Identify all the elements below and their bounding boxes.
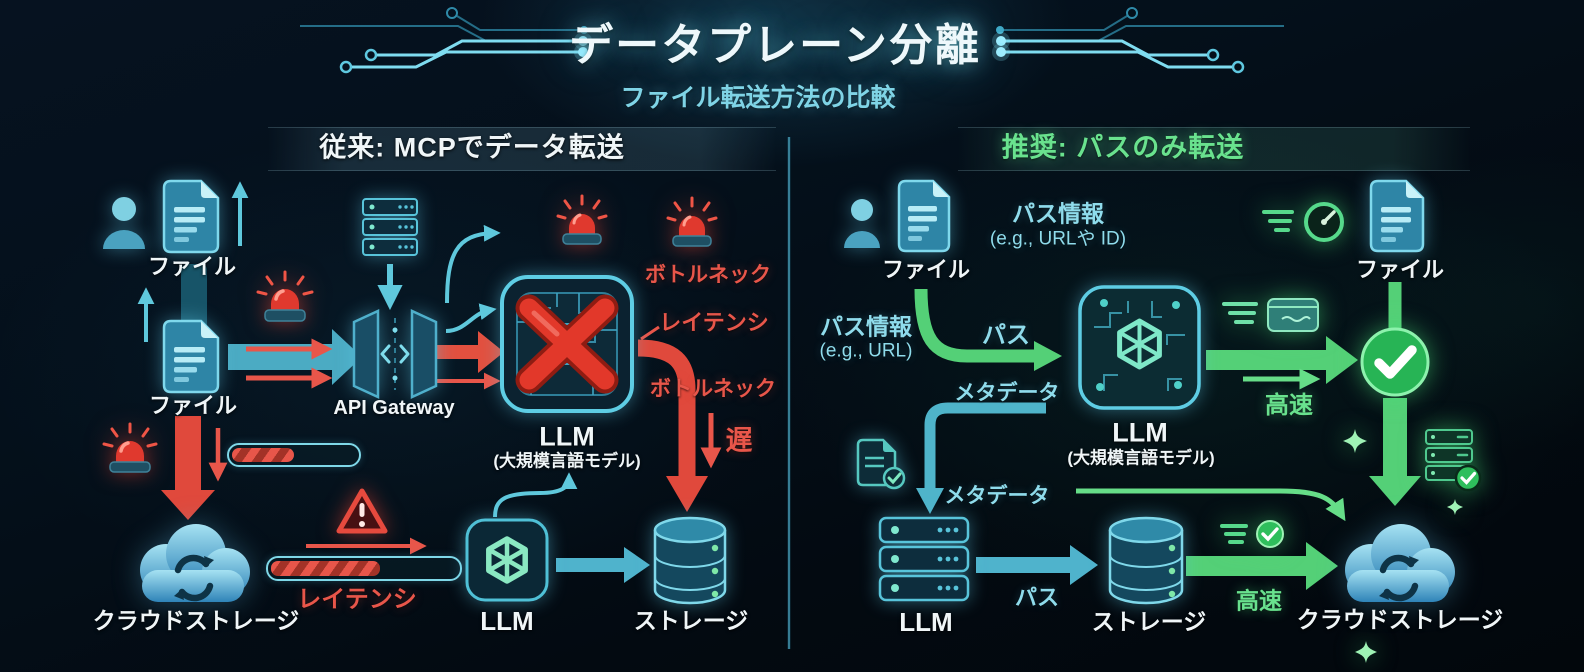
right-heading-band <box>958 127 1470 171</box>
llm-bottom-up-curve-arrow <box>493 472 578 518</box>
latency-pointer-line <box>640 325 660 341</box>
llm-label: LLM <box>899 607 953 637</box>
llm-to-storage-arrow-right <box>976 545 1098 585</box>
file-label: ファイル <box>147 254 237 279</box>
user-icon <box>842 198 882 250</box>
api-gateway-label: API Gateway <box>333 397 455 419</box>
right-panel-heading: 推奨: パスのみ転送 <box>1001 132 1245 163</box>
file-icon <box>1366 176 1428 256</box>
llm-to-storage-arrow-left <box>556 547 650 583</box>
file-icon <box>894 176 954 256</box>
left-panel-heading: 従来: MCPでデータ転送 <box>319 132 625 163</box>
storage-label: ストレージ <box>633 607 749 634</box>
cloud-storage-label: クラウドストレージ <box>1296 606 1504 633</box>
server-icon <box>878 516 970 606</box>
slow-label: 遅 <box>725 425 753 456</box>
speedometer-icon <box>1262 198 1350 246</box>
llm-chip-icon <box>1076 283 1203 412</box>
server-icon <box>362 198 420 260</box>
file-to-cloud-red-arrow <box>161 416 215 520</box>
path-info-label: パス情報 <box>820 313 912 340</box>
gateway-up-curve-arrow <box>445 224 501 304</box>
circuit-decoration <box>300 7 592 74</box>
database-icon <box>1106 514 1186 606</box>
file-to-llm-path-curve <box>914 288 1036 363</box>
gateway-chip-curve-arrow <box>445 303 497 333</box>
llm-to-check-arrow <box>1206 336 1358 384</box>
path-info-sublabel: (e.g., URLや ID) <box>989 228 1127 250</box>
file-label: ファイル <box>148 393 238 418</box>
left-heading-band <box>268 127 776 171</box>
llm-to-storage-red-curve <box>637 339 696 478</box>
siren-icon <box>556 194 608 252</box>
llm-label: LLM <box>539 421 595 452</box>
path-curve-arrowhead <box>1034 341 1062 371</box>
path-label: パス <box>982 322 1030 349</box>
llm-label: LLM <box>1112 417 1168 448</box>
api-gateway-icon <box>351 308 439 400</box>
metadata-label: メタデータ <box>954 381 1060 405</box>
check-to-cloud-arrow <box>1369 398 1421 506</box>
progress-bar-long <box>266 556 462 581</box>
user-icon <box>100 196 148 252</box>
page-subtitle: ファイル転送方法の比較 <box>620 84 896 112</box>
siren-icon <box>256 270 314 330</box>
path-info-sublabel: (e.g., URL) <box>819 340 913 362</box>
bottleneck-label: ボトルネック <box>645 263 771 287</box>
llm-label: LLM <box>480 606 534 636</box>
metadata-label: メタデータ <box>944 484 1050 508</box>
sparkle-icon <box>1446 498 1464 516</box>
storage-to-cloud-curve-arrow <box>1076 488 1346 522</box>
red-curve-arrowhead <box>666 476 708 512</box>
path-info-label: パス情報 <box>1012 200 1104 227</box>
sparkle-icon <box>1354 640 1378 664</box>
file-pipe <box>181 264 207 330</box>
page-title: データプレーン分離 <box>569 21 981 70</box>
cross-icon <box>515 294 619 394</box>
storage-to-cloud-fast-arrow <box>1186 542 1338 590</box>
metadata-pipe <box>924 402 1046 490</box>
folder-speed-icon <box>1222 294 1326 336</box>
latency-label: レイテンシ <box>659 310 769 335</box>
file-label: ファイル <box>1355 257 1445 282</box>
fast-label: 高速 <box>1236 587 1282 614</box>
cloud-sync-icon <box>130 514 256 610</box>
storage-label: ストレージ <box>1091 608 1207 635</box>
llm-sublabel: (大規模言語モデル) <box>493 451 641 471</box>
server-check-icon <box>1424 428 1484 492</box>
sparkle-icon <box>1342 428 1368 454</box>
check-speed-icon <box>1220 518 1288 550</box>
database-icon <box>651 514 729 606</box>
path-label: パス <box>1014 585 1060 610</box>
file-to-gateway-arrow <box>228 329 362 385</box>
file-icon <box>158 176 222 256</box>
latency-label: レイテンシ <box>297 586 417 613</box>
file-label: ファイル <box>881 257 971 282</box>
doc-check-icon <box>852 436 908 490</box>
cloud-storage-label: クラウドストレージ <box>92 607 300 634</box>
llm-chip-blocked-icon <box>497 272 637 416</box>
bottleneck-label: ボトルネック <box>650 377 776 401</box>
siren-icon <box>666 196 718 254</box>
siren-icon <box>102 422 158 480</box>
progress-bar-small <box>227 443 361 467</box>
cloud-sync-icon <box>1334 514 1462 610</box>
openai-logo-icon <box>464 518 550 602</box>
warning-icon <box>336 486 388 536</box>
llm-sublabel: (大規模言語モデル) <box>1067 448 1215 468</box>
check-circle-icon <box>1359 326 1431 398</box>
gateway-to-llm-red-arrow <box>434 331 504 373</box>
file-icon <box>158 316 222 396</box>
metadata-pipe-arrowhead <box>916 488 944 514</box>
fast-label: 高速 <box>1265 392 1313 419</box>
